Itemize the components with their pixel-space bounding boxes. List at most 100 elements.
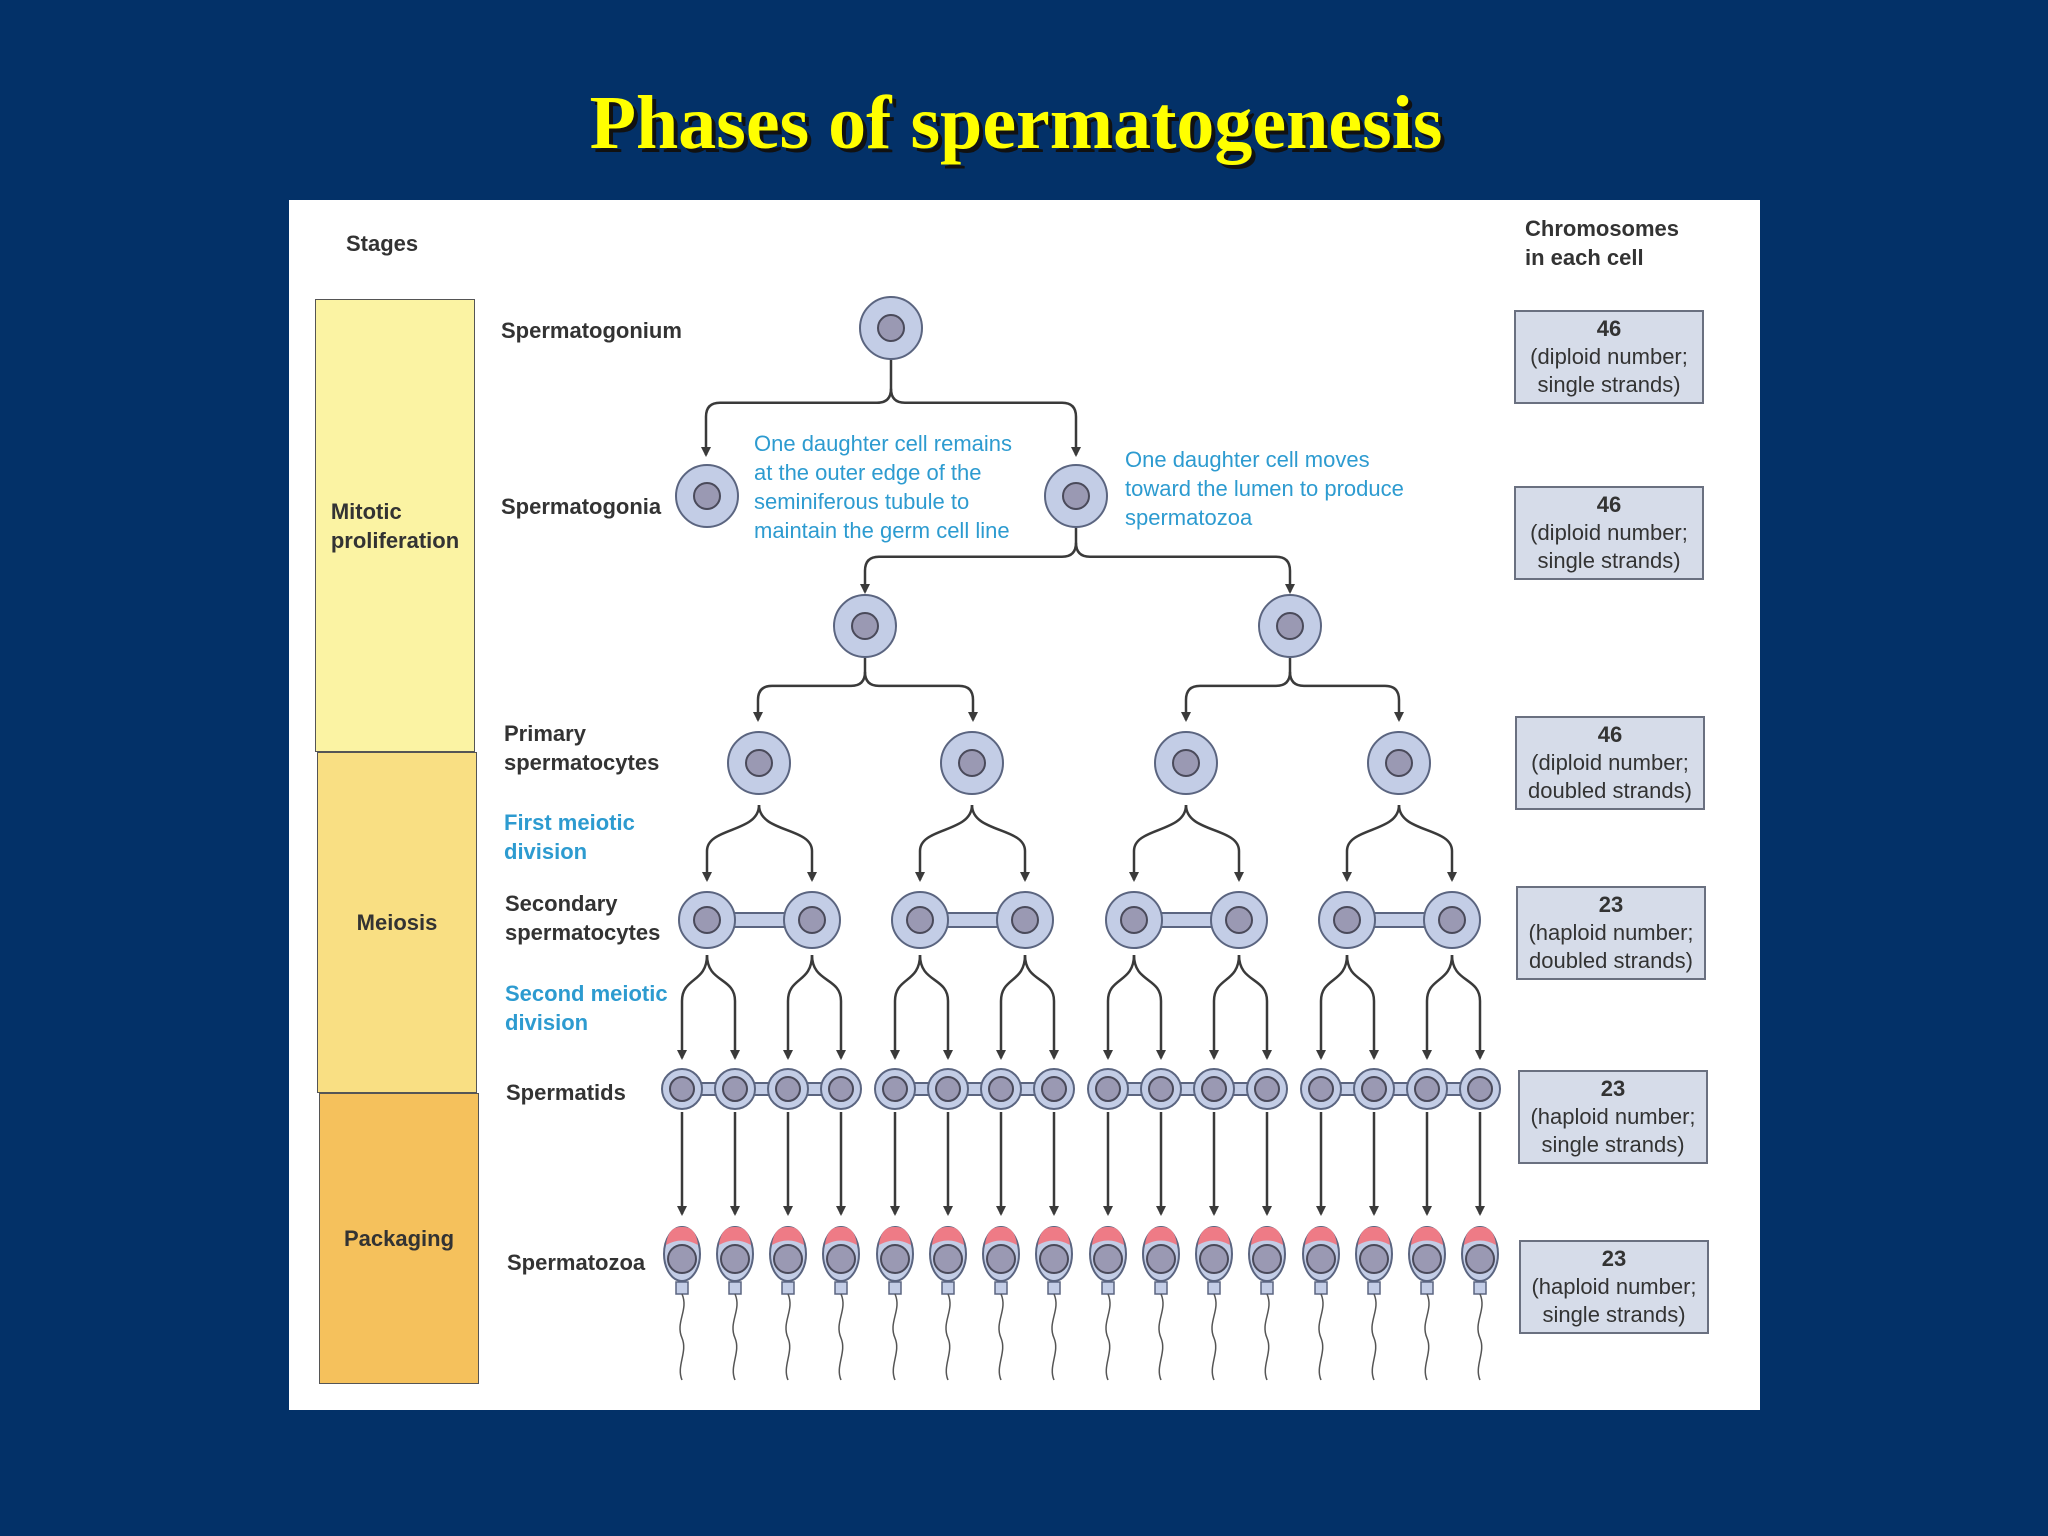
cell-nucleus — [828, 1076, 854, 1102]
acrosome — [1038, 1226, 1070, 1245]
cell-nucleus — [1148, 1076, 1174, 1102]
cell-nucleus — [1095, 1076, 1121, 1102]
cell-nucleus — [851, 612, 879, 640]
chromosome-desc: (haploid number; single strands) — [1530, 1104, 1696, 1157]
acrosome — [1145, 1226, 1177, 1245]
sperm-nucleus — [1199, 1244, 1229, 1274]
sperm-nucleus — [1093, 1244, 1123, 1274]
arrow-second-meiotic — [1345, 954, 1379, 1060]
cytoplasmic-bridge — [1107, 1082, 1268, 1096]
sperm-tail — [1264, 1293, 1270, 1381]
spermatozoon — [716, 1226, 754, 1381]
spermatozoon — [1408, 1226, 1446, 1381]
arrow-spermatogonium — [701, 360, 893, 457]
cell-nucleus — [1120, 906, 1148, 934]
sperm-nucleus — [1359, 1244, 1389, 1274]
spermatozoon — [1461, 1226, 1499, 1381]
stage-label: Meiosis — [356, 910, 438, 935]
lineage-diagram — [661, 296, 1501, 1381]
chromosome-box-spermatids: 23 (haploid number; single strands) — [1518, 1070, 1708, 1164]
cell-nucleus — [1225, 906, 1253, 934]
spermatozoon — [1035, 1226, 1073, 1381]
cytoplasmic-bridge — [681, 1082, 842, 1096]
label-spermatogonia: Spermatogonia — [501, 494, 662, 519]
note-lumen: One daughter cell moves toward the lumen… — [1125, 447, 1404, 530]
cell-nucleus — [1276, 612, 1304, 640]
sperm-midpiece — [941, 1281, 955, 1295]
sperm-tail — [1477, 1293, 1483, 1381]
spermatozoon — [876, 1226, 914, 1381]
cytoplasmic-bridge — [1320, 1082, 1481, 1096]
sperm-midpiece — [1047, 1281, 1061, 1295]
chromosome-count: 46 — [1596, 492, 1622, 517]
arrow-spermatogonia — [1074, 542, 1295, 594]
sperm-midpiece — [728, 1281, 742, 1295]
cell-nucleus — [1414, 1076, 1440, 1102]
sperm-nucleus — [880, 1244, 910, 1274]
arrow-mitotic — [1181, 658, 1292, 722]
acrosome — [879, 1226, 911, 1245]
cell-nucleus — [958, 749, 986, 777]
sperm-nucleus — [1146, 1244, 1176, 1274]
cell-nucleus — [722, 1076, 748, 1102]
arrow-second-meiotic — [1316, 954, 1349, 1060]
arrow-first-meiotic — [1129, 804, 1188, 882]
cell-nucleus — [1333, 906, 1361, 934]
spermatozoon — [1089, 1226, 1127, 1381]
chromosome-desc: (haploid number; doubled strands) — [1528, 920, 1694, 973]
cell-nucleus — [1041, 1076, 1067, 1102]
acrosome — [666, 1226, 698, 1245]
sperm-tail — [892, 1293, 898, 1381]
cell-primary-spermatocyte — [940, 731, 1004, 795]
cell-nucleus — [1361, 1076, 1387, 1102]
sperm-midpiece — [834, 1281, 848, 1295]
acrosome — [932, 1226, 964, 1245]
spermatozoon — [1248, 1226, 1286, 1381]
arrow-second-meiotic — [1103, 954, 1136, 1060]
sperm-midpiece — [1473, 1281, 1487, 1295]
spermatozoon — [769, 1226, 807, 1381]
stage-meiosis: Meiosis — [317, 752, 477, 1093]
arrow-first-meiotic — [1184, 804, 1244, 882]
sperm-tail — [1318, 1293, 1324, 1381]
acrosome — [985, 1226, 1017, 1245]
stage-mitotic-proliferation: Mitotic proliferation — [315, 299, 475, 752]
acrosome — [1411, 1226, 1443, 1245]
spermatozoon — [822, 1226, 860, 1381]
acrosome — [719, 1226, 751, 1245]
sperm-nucleus — [773, 1244, 803, 1274]
label-spermatogonium: Spermatogonium — [501, 318, 682, 343]
cell-primary-spermatocyte — [727, 731, 791, 795]
chromosome-count: 23 — [1598, 892, 1624, 917]
arrow-second-meiotic — [918, 954, 953, 1060]
spermatozoon — [982, 1226, 1020, 1381]
chromosome-box-spermatozoa: 23 (haploid number; single strands) — [1519, 1240, 1709, 1334]
arrow-spermatogonia — [860, 528, 1078, 594]
chromosome-box-spermatogonium: 46 (diploid number; single strands) — [1514, 310, 1704, 404]
acrosome — [1305, 1226, 1337, 1245]
acrosome — [825, 1226, 857, 1245]
sperm-nucleus — [1252, 1244, 1282, 1274]
spermatozoon — [1142, 1226, 1180, 1381]
stages-header: Stages — [346, 231, 419, 256]
sperm-nucleus — [1306, 1244, 1336, 1274]
sperm-nucleus — [667, 1244, 697, 1274]
cell-nucleus — [1254, 1076, 1280, 1102]
chromosome-desc: (haploid number; single strands) — [1531, 1274, 1697, 1327]
arrow-second-meiotic — [996, 954, 1027, 1060]
cell-nucleus — [877, 314, 905, 342]
chromosome-box-spermatogonia: 46 (diploid number; single strands) — [1514, 486, 1704, 580]
chromosome-count: 46 — [1597, 722, 1623, 747]
arrow-mitotic — [753, 658, 867, 722]
arrow-first-meiotic — [757, 804, 817, 882]
sperm-nucleus — [1412, 1244, 1442, 1274]
cell-nucleus — [775, 1076, 801, 1102]
sperm-tail — [1211, 1293, 1217, 1381]
sperm-tail — [945, 1293, 951, 1381]
acrosome — [1092, 1226, 1124, 1245]
sperm-nucleus — [1039, 1244, 1069, 1274]
stage-label: Mitotic proliferation — [330, 498, 460, 553]
acrosome — [1251, 1226, 1283, 1245]
cell-nucleus — [906, 906, 934, 934]
arrow-second-meiotic — [810, 954, 846, 1060]
